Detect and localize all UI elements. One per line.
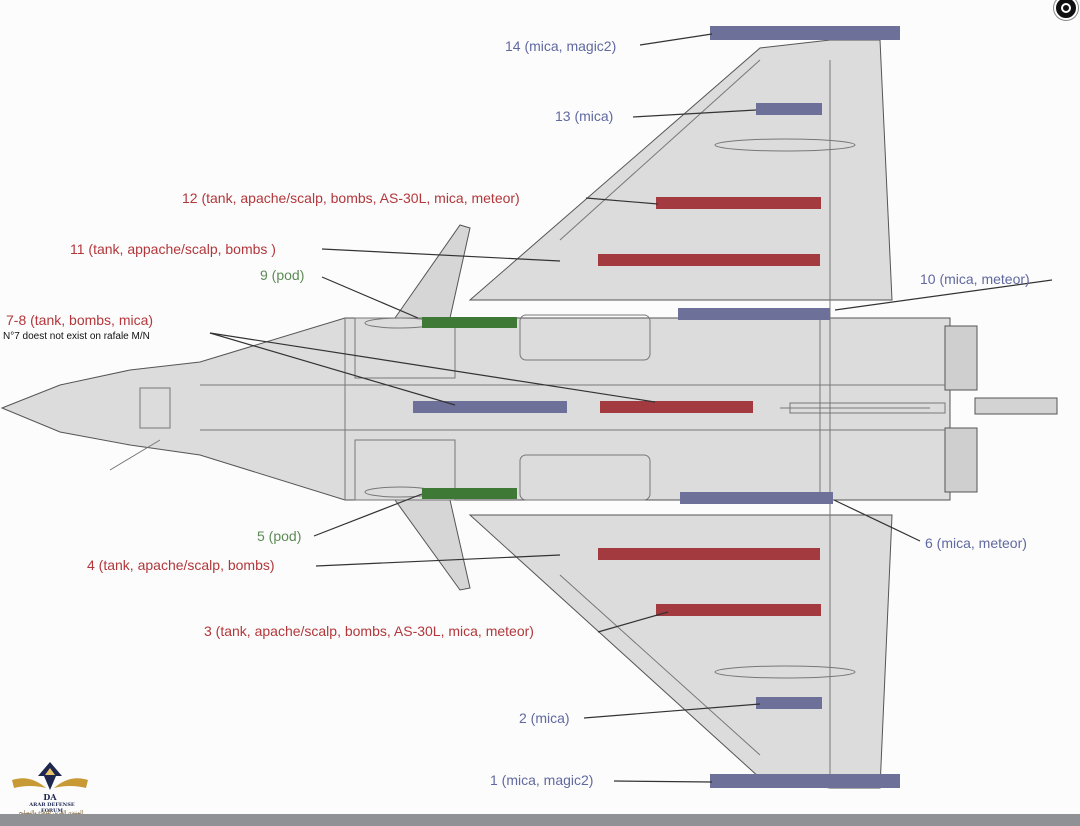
label-station-5: 5 (pod) (257, 528, 302, 544)
label-station-13: 13 (mica) (555, 108, 614, 124)
aircraft-silhouette (0, 39, 1058, 789)
station-7-bar (413, 401, 567, 413)
label-station-14: 14 (mica, magic2) (505, 38, 617, 54)
station-13-bar (756, 103, 822, 115)
station-6-bar (680, 492, 833, 504)
station-9-bar (422, 317, 517, 328)
station-4-bar (598, 548, 820, 560)
note-station-7: N°7 doest not exist on rafale M/N (3, 331, 150, 342)
station-5-bar (422, 488, 517, 499)
bottom-bar (0, 814, 1080, 826)
svg-text:DA: DA (43, 792, 57, 802)
label-station-7-8: 7-8 (tank, bombs, mica) (6, 312, 154, 328)
label-station-2: 2 (mica) (519, 710, 570, 726)
label-station-4: 4 (tank, apache/scalp, bombs) (87, 557, 275, 573)
label-station-12: 12 (tank, apache/scalp, bombs, AS-30L, m… (182, 190, 520, 206)
airframe-details (109, 59, 946, 780)
label-station-3: 3 (tank, apache/scalp, bombs, AS-30L, mi… (204, 623, 534, 639)
label-station-9: 9 (pod) (260, 267, 305, 283)
station-12-bar (656, 197, 821, 209)
stations (413, 26, 900, 788)
station-10-bar (678, 308, 830, 320)
station-3-bar (656, 604, 821, 616)
eagle-emblem-icon: DA (12, 762, 88, 802)
station-2-bar (756, 697, 822, 709)
station-11-bar (598, 254, 820, 266)
station-8-bar (600, 401, 753, 413)
leader-lines (209, 33, 1053, 783)
station-14-bar (710, 26, 900, 40)
corner-circle-icon[interactable] (1054, 0, 1078, 20)
label-station-11: 11 (tank, appache/scalp, bombs ) (70, 241, 276, 257)
station-1-bar (710, 774, 900, 788)
label-station-10: 10 (mica, meteor) (920, 271, 1030, 287)
label-station-6: 6 (mica, meteor) (925, 535, 1027, 551)
logo-text-en: ARAB DEFENSE FORUM (29, 802, 75, 814)
label-station-1: 1 (mica, magic2) (490, 772, 594, 788)
arab-defense-forum-logo: DA ARAB DEFENSE FORUM المنتدى العربي للد… (8, 758, 92, 824)
logo-text-ar: المنتدى العربي للدفاع والتسليح (18, 810, 84, 816)
